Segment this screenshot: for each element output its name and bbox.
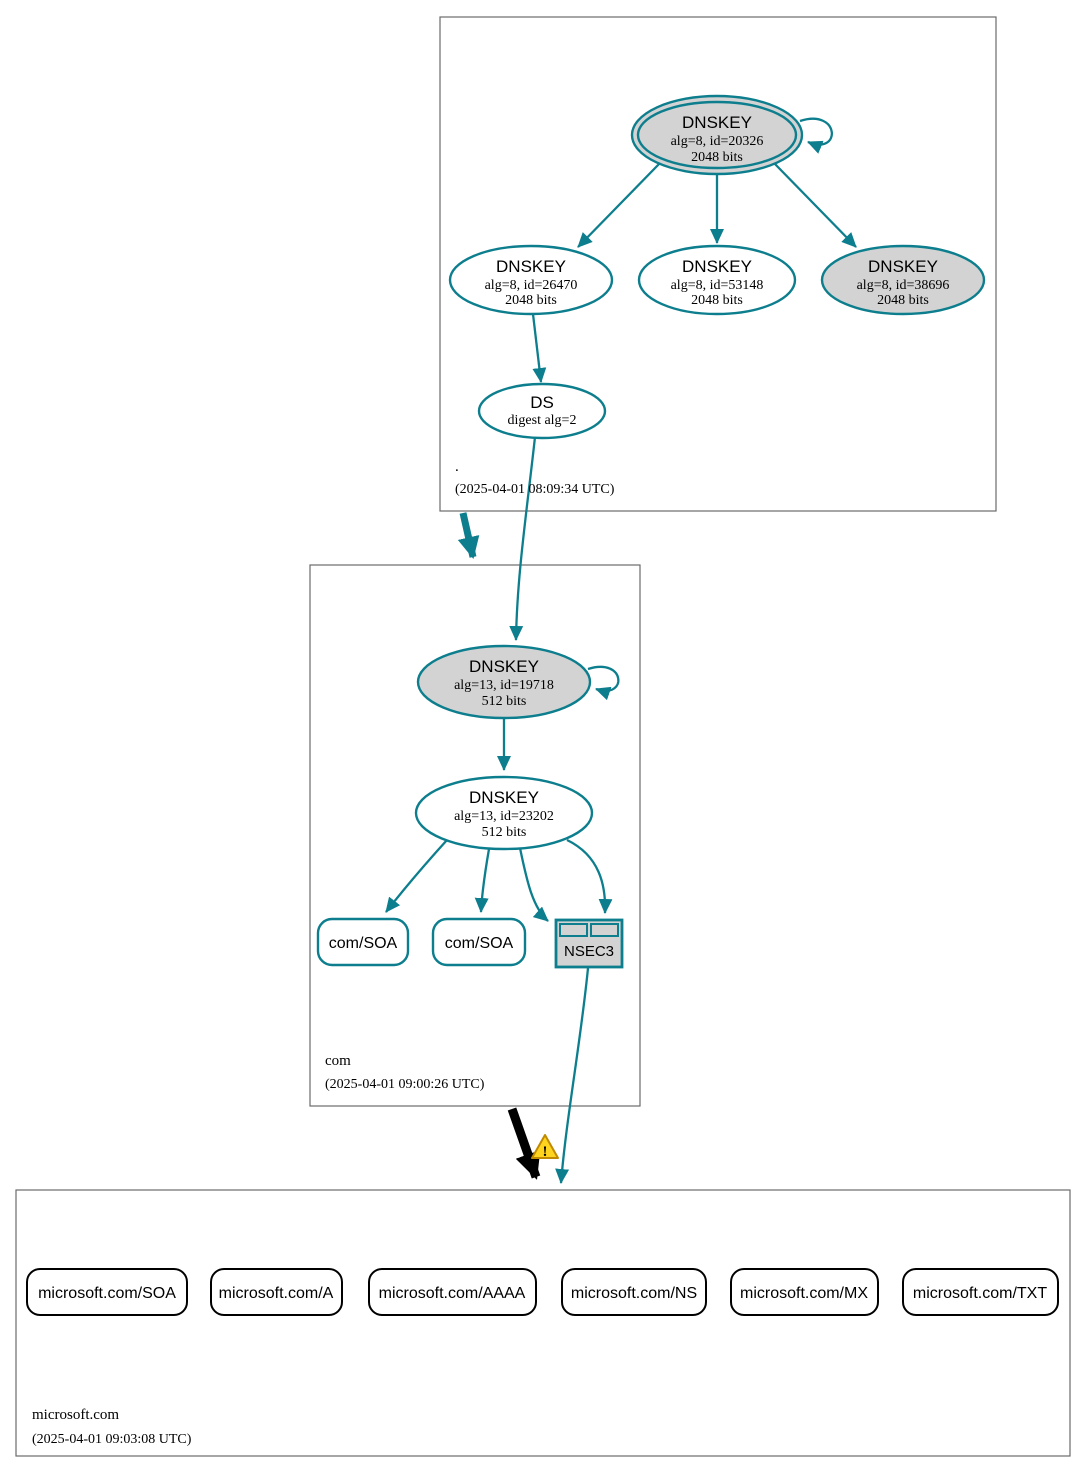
root-ksk-to-zsk3-edge xyxy=(773,162,857,248)
com-zsk-to-nsec3-edge-1 xyxy=(518,847,549,922)
microsoft-mx-rect xyxy=(730,1268,879,1316)
microsoft-a-rect xyxy=(210,1268,343,1316)
microsoft-ns-label: microsoft.com/NS xyxy=(571,1285,697,1302)
microsoft-aaaa-node: microsoft.com/AAAA xyxy=(368,1268,537,1316)
microsoft-aaaa-label: microsoft.com/AAAA xyxy=(379,1285,526,1302)
nsec3-label: NSEC3 xyxy=(564,943,614,960)
root-zone-label: . xyxy=(455,459,459,475)
root-zsk3-title: DNSKEY xyxy=(868,257,938,276)
warning-triangle xyxy=(531,1134,559,1159)
root-zone-timestamp: (2025-04-01 08:09:34 UTC) xyxy=(455,482,615,497)
com-ksk-detail: alg=13, id=19718 xyxy=(454,678,554,693)
com-nsec3-node: NSEC3 xyxy=(554,918,624,969)
ds-detail: digest alg=2 xyxy=(508,413,577,428)
root-ksk-inner-ellipse xyxy=(636,100,798,170)
microsoft-a-node: microsoft.com/A xyxy=(210,1268,343,1316)
com-zsk-ellipse xyxy=(414,775,594,851)
com-ksk-ellipse xyxy=(416,644,592,720)
nsec3-cell-left xyxy=(559,923,588,937)
microsoft-soa-node: microsoft.com/SOA xyxy=(26,1268,188,1316)
microsoft-txt-rect xyxy=(902,1268,1059,1316)
com-ksk-size: 512 bits xyxy=(482,694,527,709)
ds-to-com-ksk-edge xyxy=(509,436,537,641)
com-zone-timestamp: (2025-04-01 09:00:26 UTC) xyxy=(325,1077,485,1092)
root-ksk-selfsign-edge xyxy=(799,117,833,154)
root-zsk1-detail: alg=8, id=26470 xyxy=(485,278,578,293)
com-ksk-dnskey-19718: DNSKEY alg=13, id=19718 512 bits xyxy=(416,644,592,720)
root-zsk2-size: 2048 bits xyxy=(691,293,743,308)
root-ds-node: DS digest alg=2 xyxy=(477,382,607,440)
microsoft-soa-rect xyxy=(26,1268,188,1316)
microsoft-zone-label: microsoft.com xyxy=(32,1407,119,1423)
microsoft-txt-node: microsoft.com/TXT xyxy=(902,1268,1059,1316)
com-soa2-label: com/SOA xyxy=(445,935,514,952)
root-zsk2-detail: alg=8, id=53148 xyxy=(671,278,764,293)
root-ksk-dnskey-20326: DNSKEY alg=8, id=20326 2048 bits xyxy=(630,94,804,176)
root-zsk-dnskey-38696: DNSKEY alg=8, id=38696 2048 bits xyxy=(820,244,986,316)
microsoft-txt-label: microsoft.com/TXT xyxy=(913,1285,1047,1302)
root-ksk-title: DNSKEY xyxy=(682,113,752,132)
com-zsk-dnskey-23202: DNSKEY alg=13, id=23202 512 bits xyxy=(414,775,594,851)
root-zsk1-title: DNSKEY xyxy=(496,257,566,276)
microsoft-ns-rect xyxy=(561,1268,707,1316)
ds-ellipse xyxy=(477,382,607,440)
com-zone-label: com xyxy=(325,1053,351,1069)
root-ksk-size: 2048 bits xyxy=(691,150,743,165)
com-zsk-to-nsec3-edge-2 xyxy=(566,838,613,914)
microsoft-zone-box xyxy=(15,1189,1071,1457)
com-zsk-to-soa1-edge xyxy=(385,839,448,913)
com-zsk-to-soa2-edge xyxy=(474,848,491,913)
com-soa-node-2: com/SOA xyxy=(431,917,527,967)
root-zsk2-ellipse xyxy=(637,244,797,316)
root-ksk-to-zsk1-edge xyxy=(577,162,661,248)
root-zsk-dnskey-53148: DNSKEY alg=8, id=53148 2048 bits xyxy=(637,244,797,316)
microsoft-mx-label: microsoft.com/MX xyxy=(740,1285,868,1302)
warning-glyph: ! xyxy=(543,1144,548,1160)
com-zsk-detail: alg=13, id=23202 xyxy=(454,809,554,824)
com-zsk-size: 512 bits xyxy=(482,825,527,840)
microsoft-ns-node: microsoft.com/NS xyxy=(561,1268,707,1316)
warning-icon: ! xyxy=(531,1134,559,1160)
microsoft-mx-node: microsoft.com/MX xyxy=(730,1268,879,1316)
com-soa1-rect xyxy=(316,917,410,967)
com-ksk-title: DNSKEY xyxy=(469,657,539,676)
root-zsk2-title: DNSKEY xyxy=(682,257,752,276)
root-zsk1-ellipse xyxy=(448,244,614,316)
root-zsk-dnskey-26470: DNSKEY alg=8, id=26470 2048 bits xyxy=(448,244,614,316)
microsoft-aaaa-rect xyxy=(368,1268,537,1316)
root-zsk3-ellipse xyxy=(820,244,986,316)
nsec3-cell-right xyxy=(590,923,619,937)
nsec3-to-microsoft-edge xyxy=(555,967,590,1184)
root-zsk1-size: 2048 bits xyxy=(505,293,557,308)
root-zsk1-to-ds-edge xyxy=(531,313,547,383)
microsoft-soa-label: microsoft.com/SOA xyxy=(38,1285,176,1302)
com-zone-box xyxy=(309,564,641,1107)
com-to-microsoft-delegation-arrow xyxy=(507,1107,541,1180)
ds-title: DS xyxy=(530,393,554,412)
root-zone-box xyxy=(439,16,997,512)
root-zsk3-detail: alg=8, id=38696 xyxy=(857,278,950,293)
microsoft-a-label: microsoft.com/A xyxy=(219,1285,334,1302)
com-soa1-label: com/SOA xyxy=(329,935,398,952)
root-zsk3-size: 2048 bits xyxy=(877,293,929,308)
com-zsk-title: DNSKEY xyxy=(469,788,539,807)
microsoft-zone-timestamp: (2025-04-01 09:03:08 UTC) xyxy=(32,1432,192,1447)
root-ksk-detail: alg=8, id=20326 xyxy=(671,134,764,149)
com-soa2-rect xyxy=(431,917,527,967)
com-ksk-selfsign-edge xyxy=(587,665,620,701)
root-to-com-delegation-arrow xyxy=(457,512,480,559)
com-soa-node-1: com/SOA xyxy=(316,917,410,967)
